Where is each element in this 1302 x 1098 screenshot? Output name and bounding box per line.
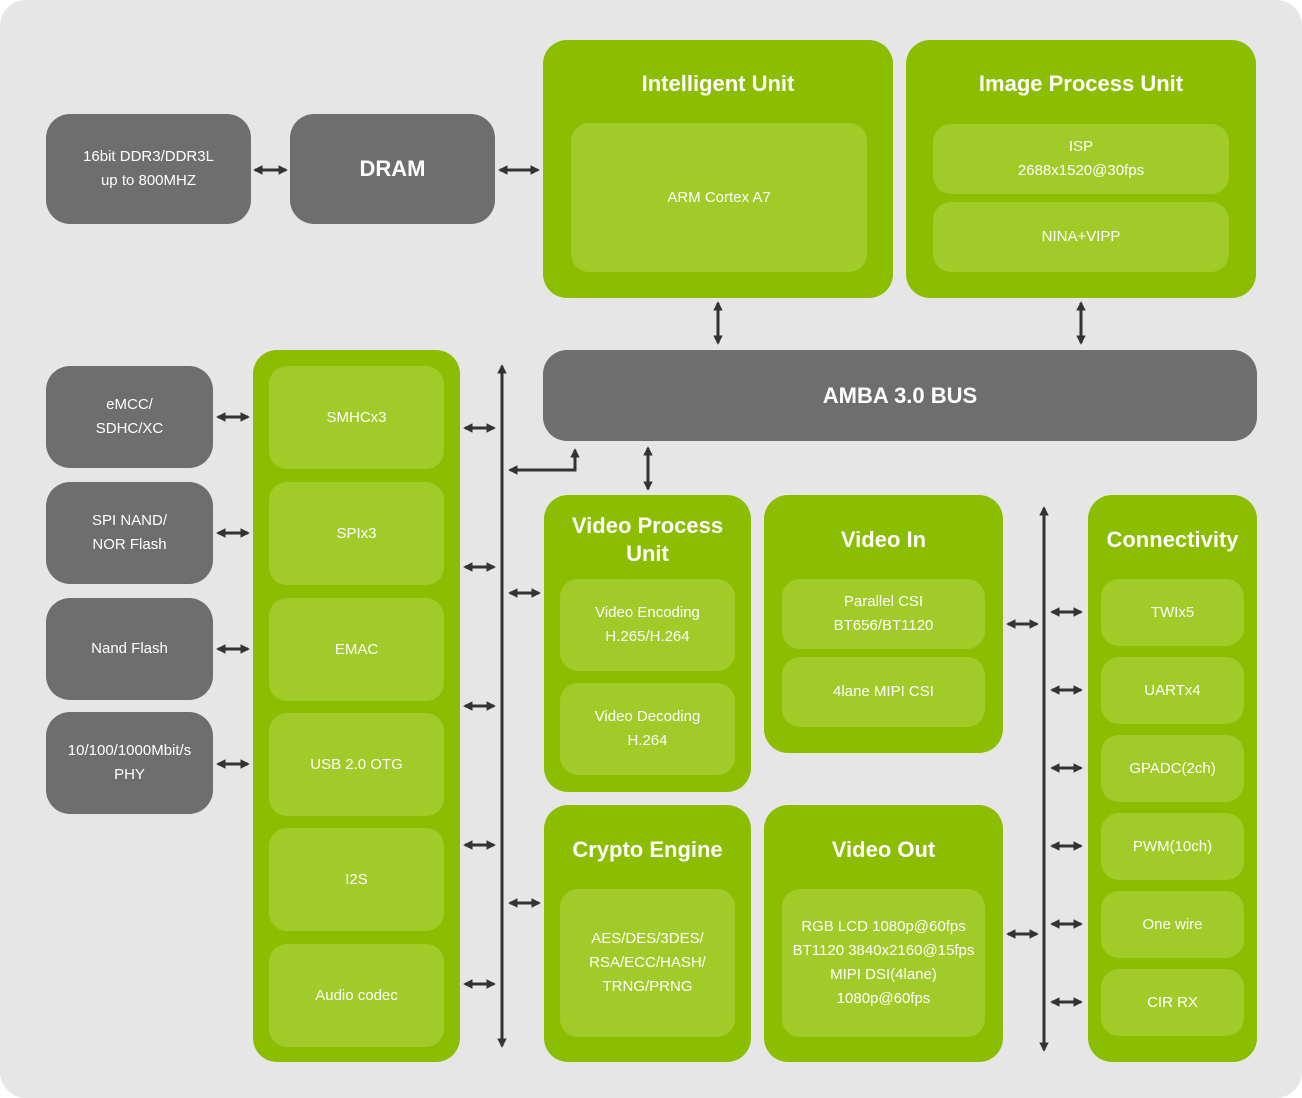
video-in-title: Video In [840,527,927,552]
intelligent-unit-title: Intelligent Unit [641,71,795,96]
video-process-unit: Video Process Unit Video Encoding H.265/… [544,495,751,792]
mipi-csi-block: 4lane MIPI CSI [782,657,985,727]
i2s-block: I2S [269,828,444,931]
connectivity-title: Connectivity [1106,527,1239,552]
dram-block: DRAM [290,114,495,224]
image-process-unit-title: Image Process Unit [978,71,1184,96]
smhc-block: SMHCx3 [269,366,444,469]
bus-elbow-arrow [508,448,580,475]
cir-rx-block: CIR RX [1101,969,1244,1036]
audio-codec-block: Audio codec [269,944,444,1047]
image-process-unit: Image Process Unit ISP 2688x1520@30fps N… [906,40,1256,298]
nina-vipp-block: NINA+VIPP [933,202,1229,272]
nand-flash-block: Nand Flash [46,598,213,700]
isp-block: ISP 2688x1520@30fps [933,124,1229,194]
crypto-engine-title: Crypto Engine [572,837,723,862]
spi-flash-block: SPI NAND/ NOR Flash [46,482,213,584]
video-out-title: Video Out [831,837,936,862]
video-out-spec-block: RGB LCD 1080p@60fps BT1120 3840x2160@15f… [782,889,985,1037]
video-decoding-block: Video Decoding H.264 [560,683,735,775]
gpadc-block: GPADC(2ch) [1101,735,1244,802]
pwm-block: PWM(10ch) [1101,813,1244,880]
arm-cortex-block: ARM Cortex A7 [571,123,867,272]
emac-block: EMAC [269,598,444,701]
video-process-unit-title: Video Process Unit [571,513,724,566]
video-out: Video Out RGB LCD 1080p@60fps BT1120 384… [764,805,1003,1062]
video-in: Video In Parallel CSI BT656/BT1120 4lane… [764,495,1003,753]
phy-block: 10/100/1000Mbit/s PHY [46,712,213,814]
video-encoding-block: Video Encoding H.265/H.264 [560,579,735,671]
intelligent-unit: Intelligent Unit ARM Cortex A7 [543,40,893,298]
parallel-csi-block: Parallel CSI BT656/BT1120 [782,579,985,649]
amba-bus: AMBA 3.0 BUS [543,350,1257,441]
spi-block: SPIx3 [269,482,444,585]
crypto-engine: Crypto Engine AES/DES/3DES/ RSA/ECC/HASH… [544,805,751,1062]
usb-otg-block: USB 2.0 OTG [269,713,444,816]
uart-block: UARTx4 [1101,657,1244,724]
connectivity: Connectivity TWIx5 UARTx4 GPADC(2ch) PWM… [1088,495,1257,1062]
emmc-block: eMCC/ SDHC/XC [46,366,213,468]
ddr-spec-block: 16bit DDR3/DDR3L up to 800MHZ [46,114,251,224]
peripherals-column: SMHCx3 SPIx3 EMAC USB 2.0 OTG I2S Audio … [253,350,460,1062]
one-wire-block: One wire [1101,891,1244,958]
twi-block: TWIx5 [1101,579,1244,646]
crypto-algorithms-block: AES/DES/3DES/ RSA/ECC/HASH/ TRNG/PRNG [560,889,735,1037]
